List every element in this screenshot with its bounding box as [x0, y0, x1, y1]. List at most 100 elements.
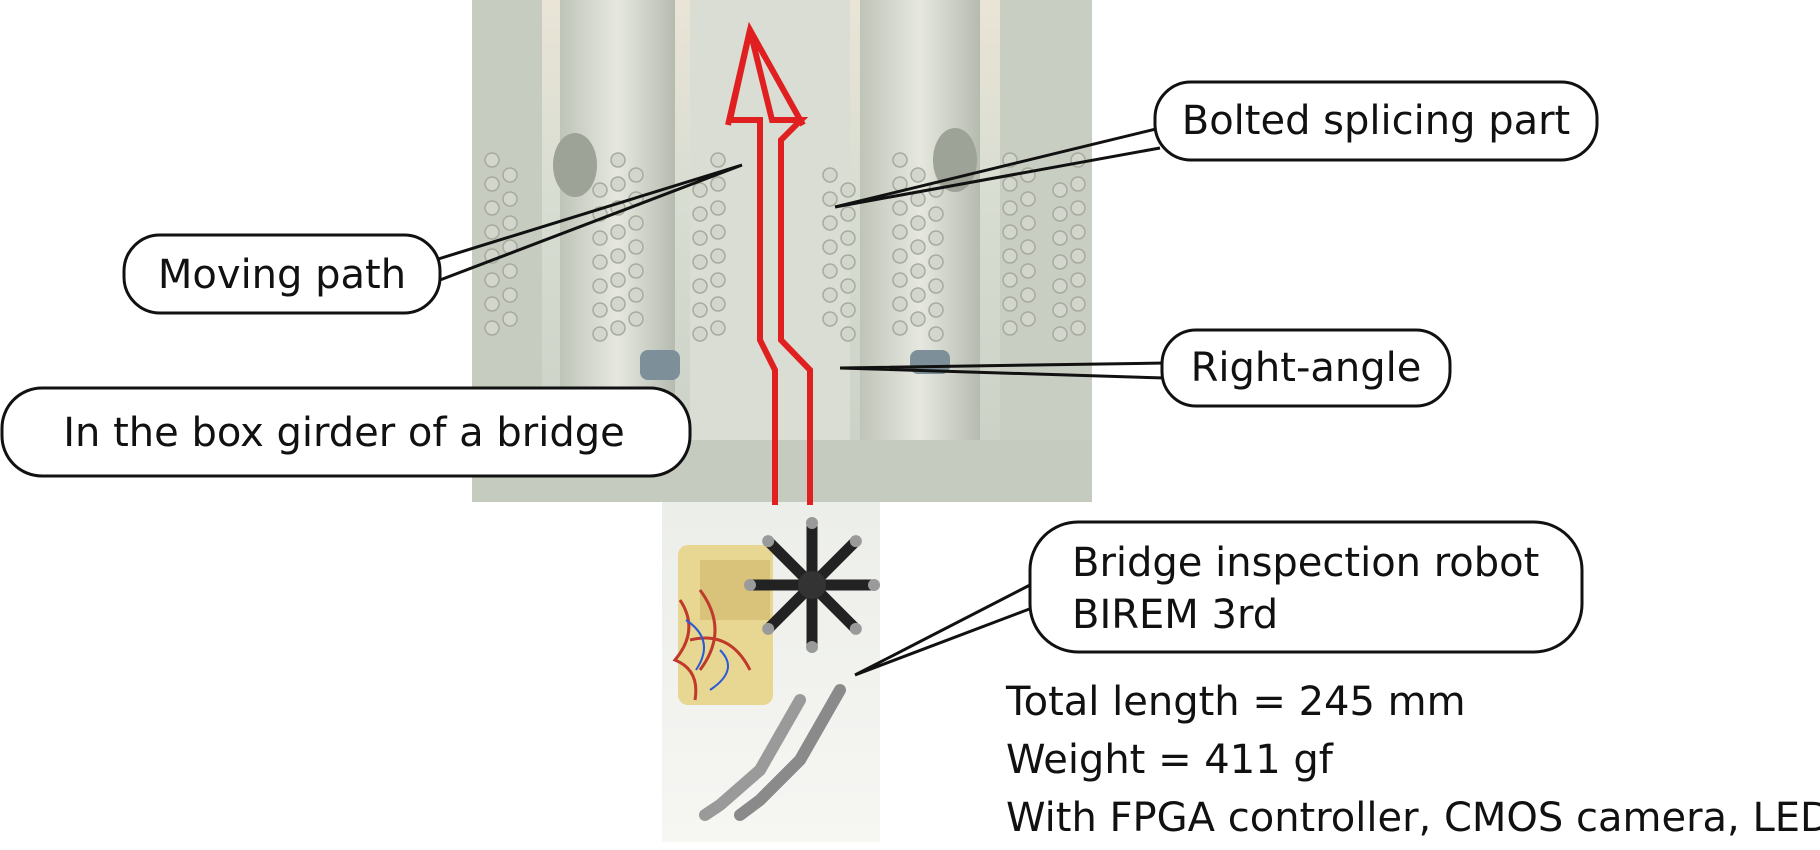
bolt [1020, 191, 1036, 207]
bolt [910, 287, 926, 303]
bolt [592, 326, 608, 342]
bolt [1020, 215, 1036, 231]
callout-robot: Bridge inspection robot BIREM 3rd [1028, 520, 1584, 654]
bolt [840, 182, 856, 198]
bolt [840, 254, 856, 270]
bolt [502, 287, 518, 303]
star-wheel-hub [798, 571, 826, 599]
bolt [628, 167, 644, 183]
robot-leg [734, 684, 846, 821]
bolt [822, 287, 838, 303]
bolt [692, 230, 708, 246]
bolt [710, 152, 726, 168]
bolt [840, 206, 856, 222]
bolt [892, 296, 908, 312]
callout-robot-label-line1: Bridge inspection robot [1072, 540, 1539, 586]
callout-moving-path-label: Moving path [158, 252, 406, 298]
bolt [692, 326, 708, 342]
bolt [502, 191, 518, 207]
bolt [822, 215, 838, 231]
bolt-rows [484, 152, 1086, 342]
spec-total-length: Total length = 245 mm [1005, 679, 1466, 725]
bolt [1002, 248, 1018, 264]
bolt [628, 287, 644, 303]
callout-bubble [1153, 80, 1599, 162]
bolt [710, 320, 726, 336]
bolt [1002, 296, 1018, 312]
bolt [502, 215, 518, 231]
callout-right-angle-label: Right-angle [1191, 345, 1422, 391]
bolt [928, 230, 944, 246]
bolt [1070, 272, 1086, 288]
star-wheel-foot [762, 622, 775, 635]
bolt [1070, 320, 1086, 336]
robot-leg [699, 694, 806, 821]
callout-bubble [1028, 520, 1584, 654]
bolt [928, 254, 944, 270]
bolt [1070, 248, 1086, 264]
robot-wires [685, 619, 729, 691]
bolt [1052, 230, 1068, 246]
bolt [1070, 296, 1086, 312]
bolt [1070, 224, 1086, 240]
bolt [484, 152, 500, 168]
bolt [1002, 176, 1018, 192]
bolt [628, 311, 644, 327]
bolt [484, 224, 500, 240]
bolt [484, 200, 500, 216]
bolt [628, 263, 644, 279]
moving-path-arrow [726, 29, 813, 505]
bolt [1002, 320, 1018, 336]
spec-equipment: With FPGA controller, CMOS camera, LED [1006, 795, 1820, 841]
bolt [710, 224, 726, 240]
bolt [928, 302, 944, 318]
bolt [484, 176, 500, 192]
bolt [1020, 311, 1036, 327]
leader-robot [854, 583, 1041, 677]
bolt [822, 311, 838, 327]
bolt [692, 206, 708, 222]
bolt [1020, 239, 1036, 255]
callout-box-girder-label: In the box girder of a bridge [63, 410, 624, 456]
bolt [484, 296, 500, 312]
bolt [592, 278, 608, 294]
bolt [692, 278, 708, 294]
bolt [1002, 200, 1018, 216]
star-wheel-foot [744, 579, 756, 591]
bolt [610, 176, 626, 192]
leader-moving-path [434, 163, 743, 282]
bolt [840, 302, 856, 318]
bolt [502, 167, 518, 183]
girder-rib [860, 0, 980, 470]
bolt [1002, 272, 1018, 288]
callout-bubble [1160, 328, 1452, 408]
callout-bolted-splicing: Bolted splicing part [1153, 80, 1599, 162]
bolt [892, 272, 908, 288]
star-wheel-foot [806, 641, 818, 653]
callout-box-girder: In the box girder of a bridge [0, 386, 692, 478]
bolt [1020, 287, 1036, 303]
bolt [840, 326, 856, 342]
bolt [928, 278, 944, 294]
bolt [928, 326, 944, 342]
bolt [610, 224, 626, 240]
bolt [822, 263, 838, 279]
bolt [502, 263, 518, 279]
bolt [892, 248, 908, 264]
bolt [822, 239, 838, 255]
star-wheel-foot [762, 535, 775, 548]
bolt [610, 296, 626, 312]
callout-bolted-splicing-label: Bolted splicing part [1182, 98, 1570, 144]
bolt [710, 296, 726, 312]
bolt [910, 167, 926, 183]
robot-specs: Total length = 245 mm Weight = 411 gf Wi… [1005, 679, 1820, 841]
bolt [502, 311, 518, 327]
robot-wires [672, 589, 752, 701]
bolt [710, 248, 726, 264]
star-wheel-foot [849, 535, 862, 548]
bolt [892, 152, 908, 168]
bolt [484, 320, 500, 336]
girder-rib [1000, 0, 1092, 480]
bolt [822, 167, 838, 183]
bolt [892, 200, 908, 216]
